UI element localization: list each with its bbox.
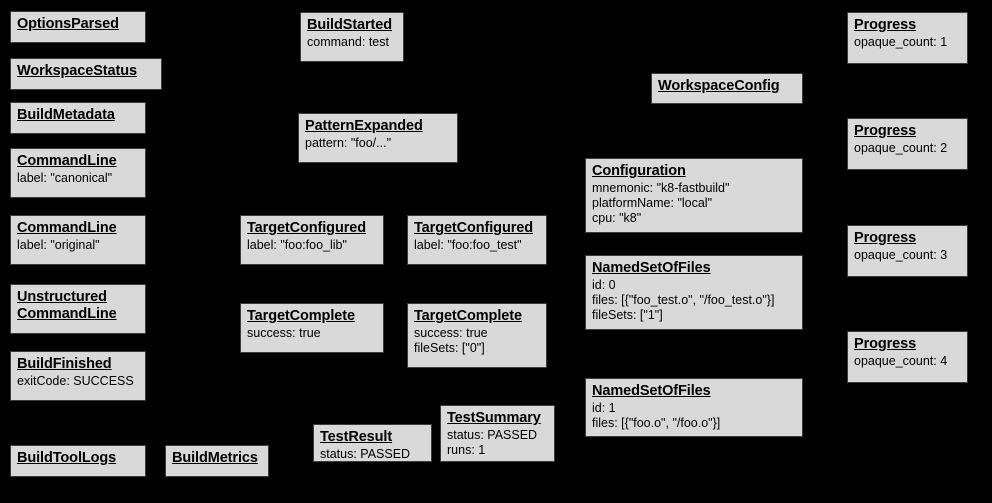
event-node-fields: id: 1 files: [{"foo.o", "/foo.o"}] bbox=[592, 401, 721, 430]
event-node-title: Progress bbox=[854, 17, 917, 33]
event-node-workspace-config[interactable]: WorkspaceConfig bbox=[651, 73, 803, 104]
event-node-title: TargetConfigured bbox=[414, 220, 533, 236]
event-node-fields: opaque_count: 4 bbox=[854, 354, 948, 368]
event-node-progress-2[interactable]: Progress opaque_count: 2 bbox=[847, 118, 968, 170]
event-node-target-configured-test[interactable]: TargetConfigured label: "foo:foo_test" bbox=[407, 215, 547, 265]
event-node-fields: label: "canonical" bbox=[17, 171, 113, 185]
event-node-title: BuildStarted bbox=[307, 17, 393, 33]
event-node-fields: label: "foo:foo_lib" bbox=[247, 238, 347, 252]
event-node-target-complete-lib[interactable]: TargetComplete success: true bbox=[240, 303, 384, 353]
event-node-title: TargetComplete bbox=[247, 308, 355, 324]
event-node-progress-4[interactable]: Progress opaque_count: 4 bbox=[847, 331, 968, 383]
event-node-title: TestSummary bbox=[447, 410, 541, 426]
event-node-fields: pattern: "foo/..." bbox=[305, 136, 392, 150]
event-node-fields: id: 0 files: [{"foo_test.o", "/foo_test.… bbox=[592, 278, 775, 322]
event-node-title: BuildFinished bbox=[17, 356, 112, 372]
event-node-title: TargetConfigured bbox=[247, 220, 366, 236]
event-node-fields: exitCode: SUCCESS bbox=[17, 374, 134, 388]
event-node-title: PatternExpanded bbox=[305, 118, 423, 134]
event-node-build-started[interactable]: BuildStarted command: test bbox=[300, 12, 404, 62]
event-node-command-line-original[interactable]: CommandLine label: "original" bbox=[10, 215, 146, 265]
event-node-build-tool-logs[interactable]: BuildToolLogs bbox=[10, 445, 146, 477]
event-node-test-summary[interactable]: TestSummary status: PASSED runs: 1 bbox=[440, 405, 555, 462]
event-node-title: BuildMetadata bbox=[17, 107, 115, 123]
event-node-unstructured-cmdline[interactable]: Unstructured CommandLine bbox=[10, 284, 146, 334]
event-node-fields: label: "original" bbox=[17, 238, 100, 252]
event-node-title: BuildMetrics bbox=[172, 450, 258, 466]
event-node-fields: opaque_count: 1 bbox=[854, 35, 948, 49]
event-node-fields: status: PASSED runs: 1 bbox=[447, 428, 538, 457]
event-node-progress-1[interactable]: Progress opaque_count: 1 bbox=[847, 12, 968, 64]
event-node-named-set-of-files-0[interactable]: NamedSetOfFiles id: 0 files: [{"foo_test.… bbox=[585, 255, 803, 330]
event-node-target-complete-test[interactable]: TargetComplete success: true fileSets: ["… bbox=[407, 303, 547, 368]
event-node-fields: mnemonic: "k8-fastbuild" platformName: "… bbox=[592, 181, 730, 225]
event-node-title: BuildToolLogs bbox=[17, 450, 117, 466]
event-node-build-finished[interactable]: BuildFinished exitCode: SUCCESS bbox=[10, 351, 146, 401]
event-node-title: Progress bbox=[854, 123, 917, 139]
event-node-title: NamedSetOfFiles bbox=[592, 383, 711, 399]
event-node-fields: command: test bbox=[307, 35, 389, 49]
event-node-title: Configuration bbox=[592, 163, 686, 179]
event-node-title: NamedSetOfFiles bbox=[592, 260, 711, 276]
event-node-build-metadata[interactable]: BuildMetadata bbox=[10, 102, 146, 134]
event-node-fields: label: "foo:foo_test" bbox=[414, 238, 522, 252]
event-node-test-result[interactable]: TestResult status: PASSED bbox=[313, 424, 432, 462]
event-node-fields: opaque_count: 2 bbox=[854, 141, 948, 155]
event-node-title: TargetComplete bbox=[414, 308, 522, 324]
event-node-workspace-status[interactable]: WorkspaceStatus bbox=[10, 58, 162, 90]
event-node-command-line-canonical[interactable]: CommandLine label: "canonical" bbox=[10, 148, 146, 198]
event-node-fields: status: PASSED bbox=[320, 447, 411, 461]
event-node-fields: opaque_count: 3 bbox=[854, 248, 948, 262]
event-node-title: Progress bbox=[854, 336, 917, 352]
event-node-title: CommandLine bbox=[17, 220, 117, 236]
event-node-title: TestResult bbox=[320, 429, 393, 445]
event-node-title: Unstructured CommandLine bbox=[17, 289, 117, 322]
event-node-configuration[interactable]: Configuration mnemonic: "k8-fastbuild" pl… bbox=[585, 158, 803, 233]
event-node-named-set-of-files-1[interactable]: NamedSetOfFiles id: 1 files: [{"foo.o", "… bbox=[585, 378, 803, 437]
event-node-title: OptionsParsed bbox=[17, 16, 119, 32]
event-node-build-metrics[interactable]: BuildMetrics bbox=[165, 445, 269, 477]
event-node-fields: success: true bbox=[247, 326, 321, 340]
event-node-fields: success: true fileSets: ["0"] bbox=[414, 326, 488, 355]
event-node-pattern-expanded[interactable]: PatternExpanded pattern: "foo/..." bbox=[298, 113, 458, 163]
event-node-title: WorkspaceConfig bbox=[658, 78, 780, 94]
event-node-options-parsed[interactable]: OptionsParsed bbox=[10, 11, 146, 43]
event-node-title: WorkspaceStatus bbox=[17, 63, 137, 79]
event-node-title: Progress bbox=[854, 230, 917, 246]
event-node-target-configured-lib[interactable]: TargetConfigured label: "foo:foo_lib" bbox=[240, 215, 384, 265]
event-node-title: CommandLine bbox=[17, 153, 117, 169]
event-node-progress-3[interactable]: Progress opaque_count: 3 bbox=[847, 225, 968, 277]
